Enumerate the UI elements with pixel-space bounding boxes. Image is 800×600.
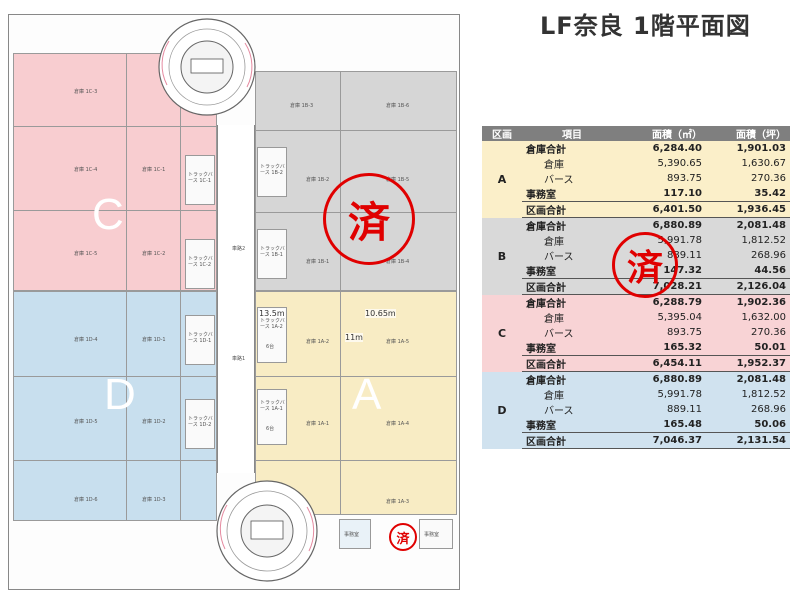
truck-berth-1d-1: トラックバース 1D-1: [185, 315, 215, 365]
header-sqm: 面積（㎡）: [622, 126, 706, 141]
dimension-label: 13.5m: [259, 309, 285, 318]
table-row: バース 889.11 268.96: [482, 248, 790, 263]
truck-berth-1c-1: トラックバース 1C-1: [185, 155, 215, 205]
room-label: 倉庫 1D-3: [142, 497, 166, 503]
table-row: 倉庫 5,991.78 1,812.52: [482, 387, 790, 402]
room-label: 倉庫 1C-2: [142, 251, 166, 257]
room-label: 倉庫 1C-1: [142, 167, 166, 173]
table-header-row: 区画 項目 面積（㎡） 面積（坪）: [482, 126, 790, 141]
table-row: B 倉庫合計 6,880.89 2,081.48: [482, 217, 790, 295]
page-title: LF奈良 1階平面図: [540, 12, 751, 40]
truck-berth-1b-2: トラックバース 1B-2: [257, 147, 287, 197]
office-room: 事務室: [419, 519, 453, 549]
zone-letter-d: D: [104, 370, 136, 419]
table-row: 倉庫 5,390.65 1,630.67: [482, 156, 790, 171]
completed-stamp-small: 済: [389, 523, 417, 551]
header-zone: 区画: [482, 126, 522, 141]
table-row: バース 893.75 270.36: [482, 171, 790, 186]
floor-plan: 倉庫 1C-3 倉庫 1C-4 倉庫 1C-5 倉庫 1C-1 倉庫 1C-2 …: [8, 14, 460, 590]
zone-cell-d: D: [482, 371, 522, 449]
table-row: 事務室 165.48 50.06: [482, 417, 790, 433]
room-label: 倉庫 1B-3: [290, 103, 314, 109]
office-room: 事務室: [339, 519, 371, 549]
room-label: 倉庫 1D-4: [74, 337, 98, 343]
truck-berth-1b-1: トラックバース 1B-1: [257, 229, 287, 279]
room-label: 倉庫 1B-5: [386, 177, 410, 183]
table-row: A 倉庫合計 6,284.40 1,901.03: [482, 141, 790, 218]
corridor-label: 車路1: [232, 356, 246, 362]
room-label: 倉庫 1A-5: [386, 339, 410, 345]
truck-berth-1a-1: トラックバース 1A-1 6台: [257, 389, 287, 445]
zone-cell-c: C: [482, 294, 522, 372]
table-row: D 倉庫合計 6,880.89 2,081.48: [482, 371, 790, 449]
zone-cell-b: B: [482, 217, 522, 295]
room-label: 倉庫 1D-5: [74, 419, 98, 425]
table-row: 事務室 117.10 35.42: [482, 186, 790, 202]
room-label: 倉庫 1A-1: [306, 421, 330, 427]
room-label: 倉庫 1C-5: [74, 251, 98, 257]
driveway-corridor: 車路2 車路1: [217, 125, 255, 473]
dimension-label: 11m: [345, 333, 363, 342]
table-row: 区画合計 7,046.37 2,131.54: [482, 432, 790, 449]
room-label: 倉庫 1C-3: [74, 89, 98, 95]
room-label: 倉庫 1A-3: [386, 499, 410, 505]
completed-stamp: 済: [323, 173, 415, 265]
room-label: 倉庫 1D-1: [142, 337, 166, 343]
room-label: 倉庫 1B-6: [386, 103, 410, 109]
corridor-label: 車路2: [232, 246, 246, 252]
table-row: 区画合計 6,401.50 1,936.45: [482, 201, 790, 218]
table-row: 区画合計 6,454.11 1,952.37: [482, 355, 790, 372]
room-label: 倉庫 1D-2: [142, 419, 166, 425]
header-item: 項目: [522, 126, 622, 141]
table-row: バース 889.11 268.96: [482, 402, 790, 417]
zone-a: 倉庫 1A-2 倉庫 1A-5 倉庫 1A-1 倉庫 1A-4 倉庫 1A-3 …: [255, 291, 457, 515]
table-row: 事務室 165.32 50.01: [482, 340, 790, 356]
room-label: 倉庫 1A-2: [306, 339, 330, 345]
truck-berth-1c-2: トラックバース 1C-2: [185, 239, 215, 289]
dimension-label: 10.65m: [365, 309, 396, 318]
table-row: 事務室 147.32 44.56: [482, 263, 790, 279]
table-completed-stamp: 済: [612, 232, 678, 298]
room-label: 倉庫 1A-4: [386, 421, 410, 427]
room-label: 倉庫 1D-6: [74, 497, 98, 503]
zone-letter-a: A: [352, 370, 382, 419]
room-label: 倉庫 1B-1: [306, 259, 330, 265]
truck-berth-1d-2: トラックバース 1D-2: [185, 399, 215, 449]
zone-d: 倉庫 1D-4 倉庫 1D-1 倉庫 1D-5 倉庫 1D-2 倉庫 1D-6 …: [13, 291, 217, 521]
room-label: 倉庫 1B-2: [306, 177, 330, 183]
table-row: 倉庫 5,395.04 1,632.00: [482, 310, 790, 325]
header-tsubo: 面積（坪）: [706, 126, 790, 141]
top-ramp: [158, 18, 256, 116]
bottom-ramp: [216, 480, 318, 582]
room-label: 倉庫 1B-4: [386, 259, 410, 265]
table-row: C 倉庫合計 6,288.79 1,902.36: [482, 294, 790, 372]
zone-letter-c: C: [92, 190, 124, 239]
berth-count: 6台: [266, 344, 275, 350]
zone-cell-a: A: [482, 141, 522, 218]
room-label: 倉庫 1C-4: [74, 167, 98, 173]
table-row: バース 893.75 270.36: [482, 325, 790, 340]
berth-count: 6台: [266, 426, 275, 432]
